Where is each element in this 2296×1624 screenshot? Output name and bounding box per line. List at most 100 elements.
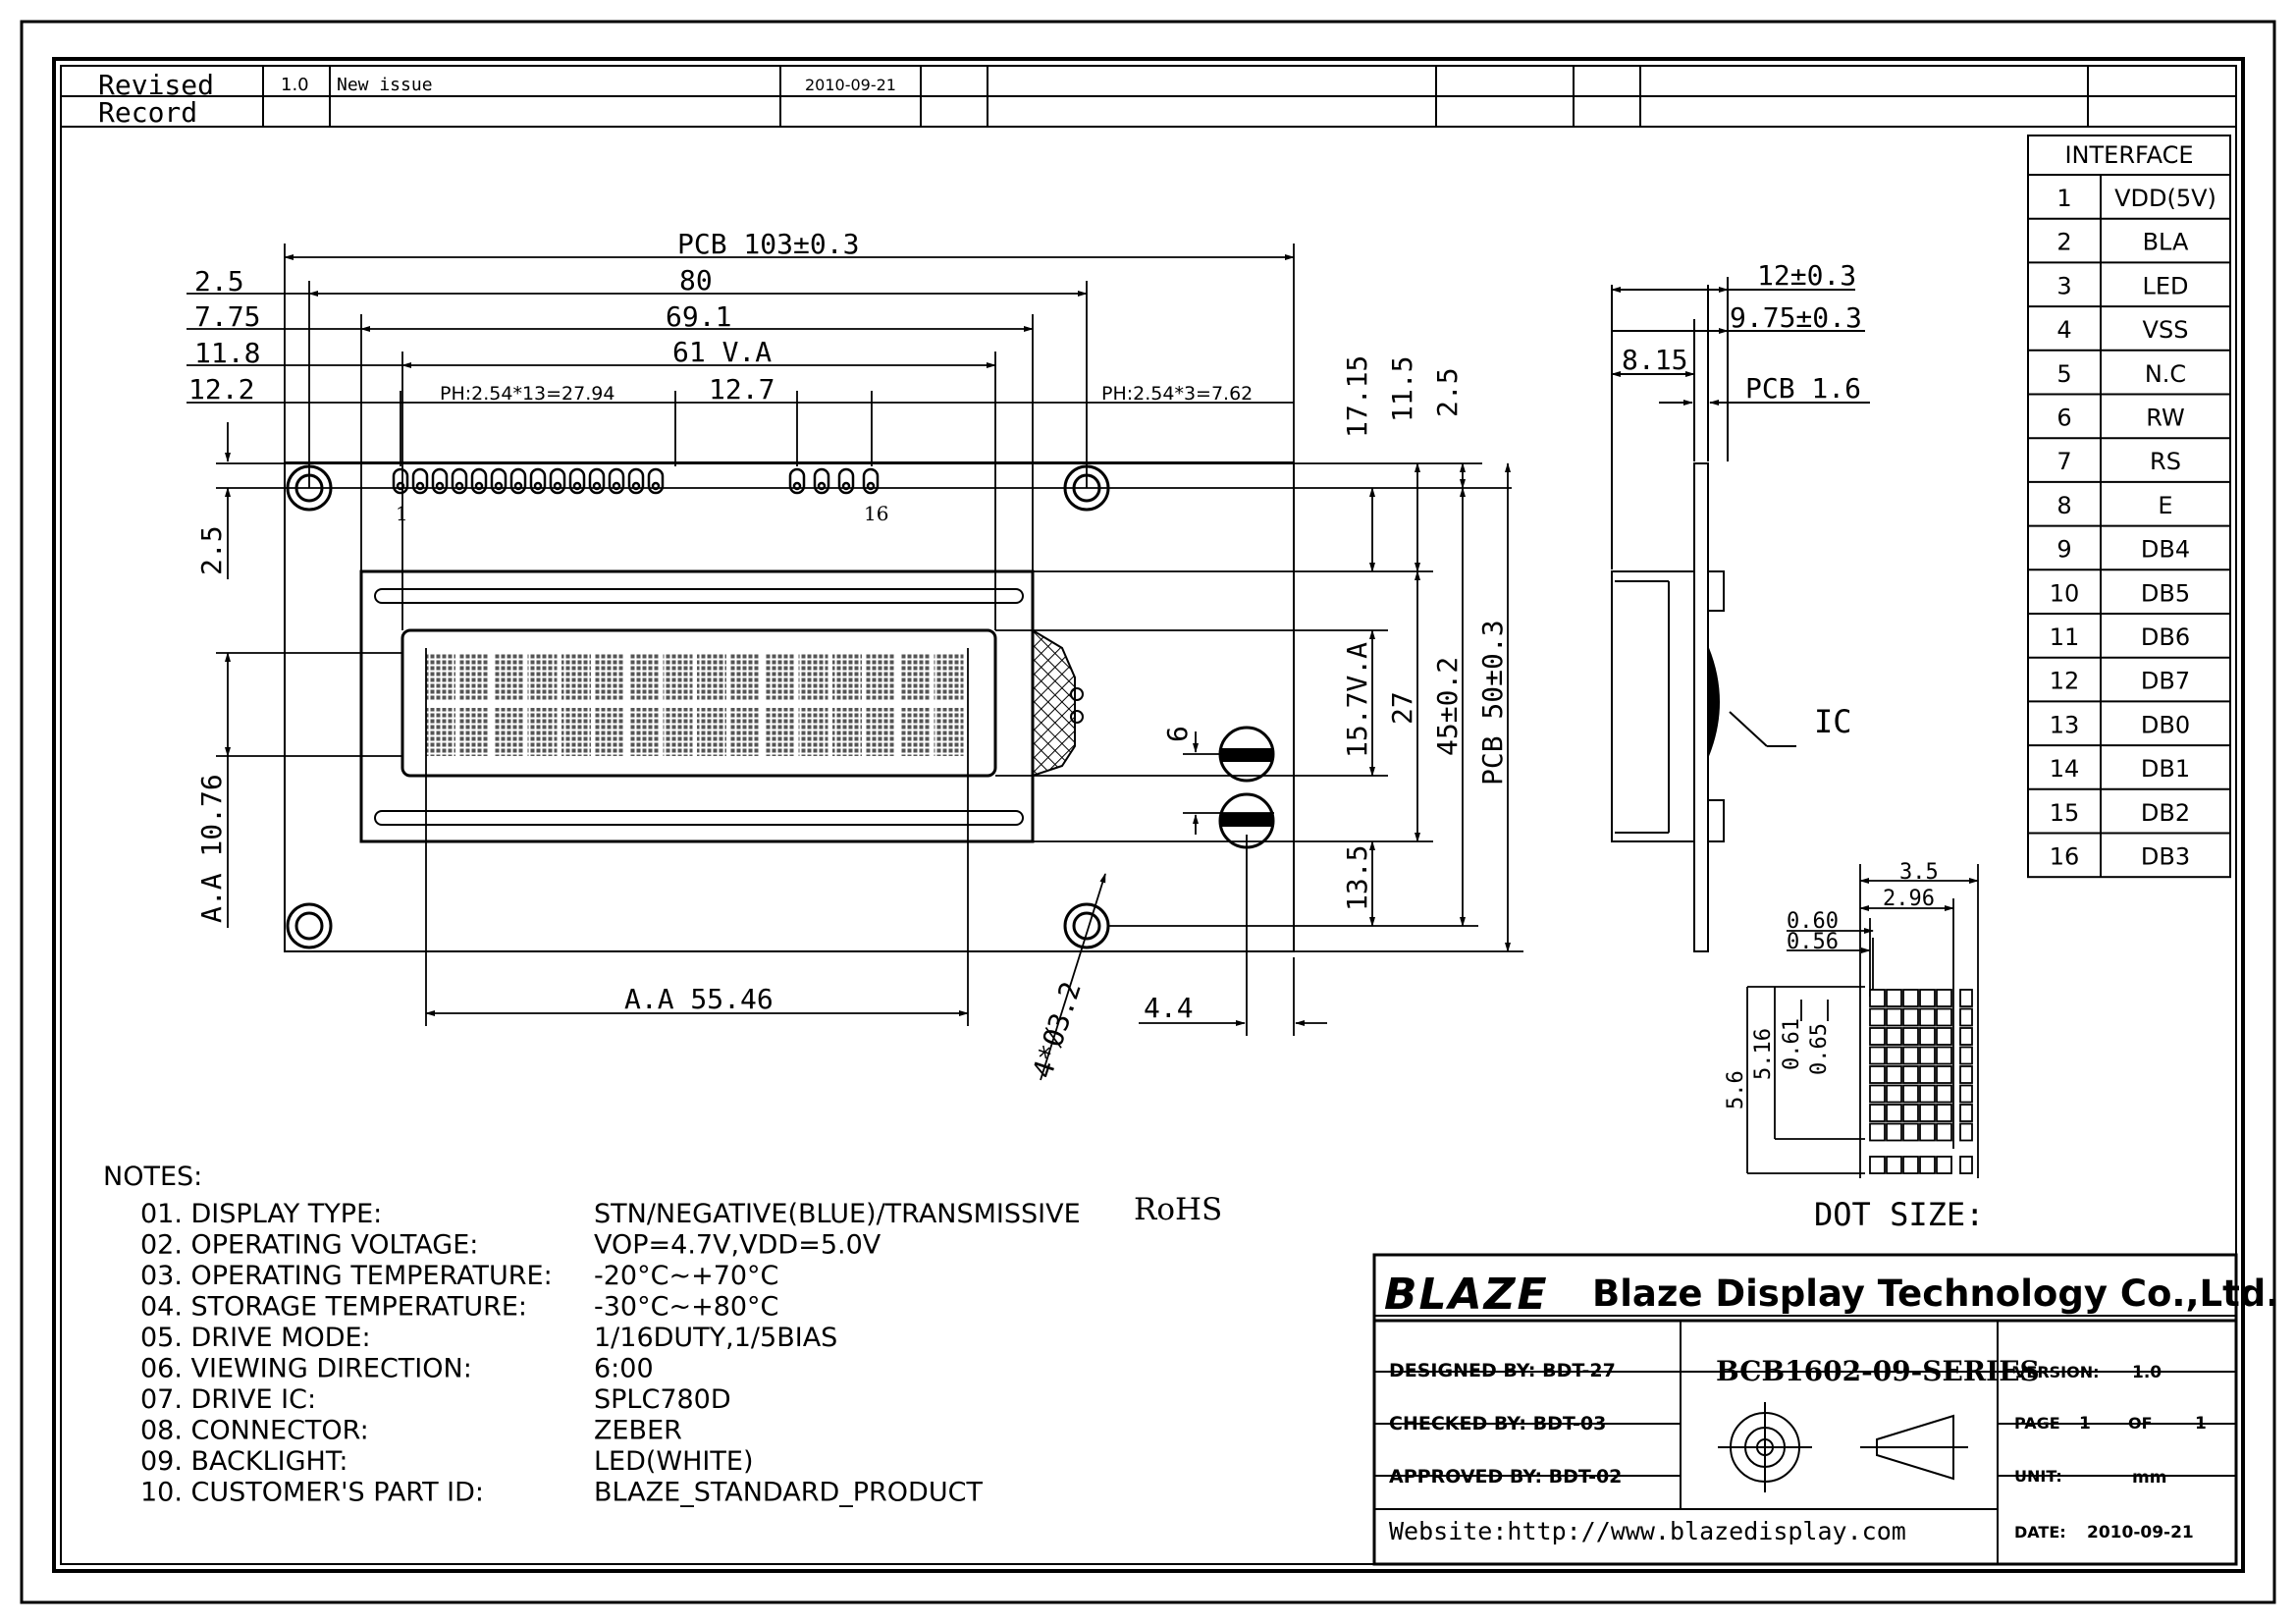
dot-w-3-5: 3.5 [1899,860,1939,885]
interface-pin-number: 15 [2050,799,2080,827]
dot-cell [1902,1007,1919,1027]
char-cell [426,653,455,701]
dot-cell [1902,1104,1919,1122]
note-label: 03. OPERATING TEMPERATURE: [140,1261,553,1291]
dot-w-2-96: 2.96 [1883,887,1935,911]
dot-cell [1959,1007,1973,1027]
char-cell [629,653,659,701]
char-cell [730,708,761,756]
dim-11-5: 11.5 [1386,356,1418,422]
char-cell [494,653,523,701]
pin-pad [588,467,606,495]
pin-hole [513,481,523,491]
mount-hole-br [1063,902,1110,949]
note-value: ZEBER [594,1416,682,1446]
dim-aa-width: A.A 55.46 [624,983,774,1015]
pin-pad [788,467,806,495]
note-value: SPLC780D [594,1384,731,1415]
pin-hole [651,481,661,491]
dot-cell [1959,1046,1973,1065]
zebra-connector [1032,628,1076,778]
pin-hole [841,481,851,491]
interface-pin-number: 5 [2056,360,2071,388]
dim-pcb-width: PCB 103±0.3 [677,228,859,260]
page-total: 1 [2195,1414,2207,1434]
char-cell [900,653,930,701]
note-label: 05. DRIVE MODE: [140,1323,371,1353]
char-cell [561,708,591,756]
dot-cell [1902,1027,1919,1046]
dot-cell [1936,1084,1952,1104]
interface-pin-number: 2 [2056,229,2071,256]
char-cell [866,653,896,701]
dot-cell [1936,1104,1952,1122]
dim-v-2-5: 2.5 [195,525,228,575]
char-cell [663,708,693,756]
pin-pad [627,467,645,495]
interface-pin-number: 1 [2056,185,2071,212]
interface-pin-number: 7 [2056,448,2071,475]
pitch-gap: 12.7 [709,373,774,406]
pin-hole [592,481,602,491]
dot-cell [1919,1046,1936,1065]
interface-pin-name: DB0 [2141,711,2190,738]
dot-cell [1936,1046,1952,1065]
pin-hole [631,481,641,491]
dot-h-5-6: 5.6 [1724,1070,1748,1110]
interface-pin-number: 11 [2050,623,2080,651]
dim-left-2-5: 2.5 [194,265,244,298]
pitch-right: PH:2.54*3=7.62 [1101,383,1253,405]
note-value: LED(WHITE) [594,1446,753,1477]
dot-cell [1936,1027,1952,1046]
dot-cell [1869,1027,1886,1046]
note-value: STN/NEGATIVE(BLUE)/TRANSMISSIVE [594,1199,1081,1229]
dot-cell [1869,1122,1886,1142]
char-cell [798,653,828,701]
pin-first-label: 1 [396,502,408,525]
interface-pin-number: 9 [2056,536,2071,564]
revision-table [60,65,2237,128]
char-cell [798,708,828,756]
page-label: PAGE [2014,1414,2060,1433]
pin-pad [647,467,665,495]
pin-pad [837,467,855,495]
note-label: 08. CONNECTOR: [140,1416,369,1446]
interface-title: INTERFACE [2064,141,2193,169]
dot-cell [1902,1156,1919,1174]
interface-pin-name: BLA [2143,229,2189,256]
interface-pin-number: 13 [2050,711,2080,738]
pin-hole [396,481,405,491]
char-cell [459,653,490,701]
char-cell [900,708,930,756]
interface-pin-name: DB5 [2141,579,2190,607]
dot-cell [1959,1156,1973,1174]
blaze-logo: BLAZE [1384,1270,1547,1320]
dot-w-0-56: 0.56 [1787,930,1839,954]
front-view [284,461,1295,952]
pin-pad [451,467,468,495]
dot-h-5-16: 5.16 [1751,1028,1776,1080]
sheet-border [20,20,2276,1604]
notes-list: 01. DISPLAY TYPE:STN/NEGATIVE(BLUE)/TRAN… [140,1192,1222,1508]
note-value: 1/16DUTY,1/5BIAS [594,1323,837,1353]
mount-hole-bl [286,902,333,949]
dot-h-0-65: 0.65 [1807,1023,1832,1075]
dim-45: 45±0.2 [1431,657,1464,756]
pin-pad [490,467,507,495]
dot-cell [1869,1065,1886,1084]
char-cell [663,653,693,701]
dot-cell [1919,1027,1936,1046]
dim-27: 27 [1386,691,1418,725]
viewing-area [400,628,997,778]
date-label: DATE: [2014,1523,2066,1542]
pin-hole [553,481,562,491]
char-cell [765,653,794,701]
note-value: -20°C~+70°C [594,1261,778,1291]
pcb-outline [284,462,1295,952]
dim-pcb-50: PCB 50±0.3 [1476,620,1509,785]
dim-side-9-75: 9.75±0.3 [1730,301,1862,334]
lcd-bezel [359,569,1035,843]
dot-cell [1959,1122,1973,1142]
